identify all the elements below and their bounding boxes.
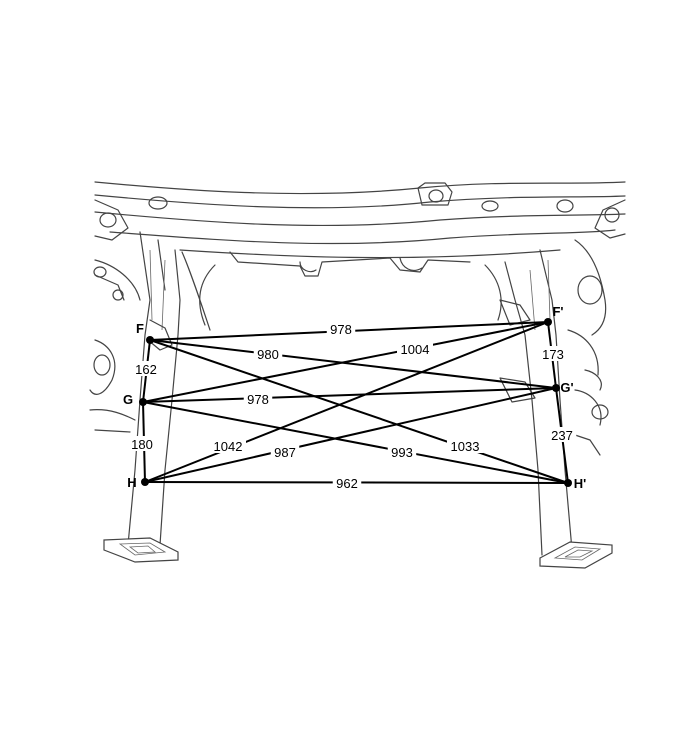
- measure-line-h-f2: [144, 321, 549, 483]
- point-h-marker: [141, 478, 149, 486]
- dimension-label-f2-g2: 173: [542, 347, 564, 362]
- point-g2-marker: [552, 384, 560, 392]
- dimension-label-bg: [210, 438, 246, 453]
- dimension-label-g-h: 180: [131, 437, 153, 452]
- point-h2-label: H': [574, 476, 586, 491]
- measurement-lines: [142, 321, 569, 484]
- dimension-label-h-h2: 962: [336, 476, 358, 491]
- dimension-label-bg: [253, 346, 283, 361]
- measurement-labels: 978 980 1033 162 1004 978 993 180 1042 987 962 173 2…: [127, 321, 577, 491]
- point-g2-label: G': [560, 380, 573, 395]
- point-h-label: H: [127, 475, 136, 490]
- dimension-label-h-f2: 1042: [214, 439, 243, 454]
- dimension-label-h-g2: 987: [274, 445, 296, 460]
- point-f-marker: [146, 336, 154, 344]
- dimension-label-bg: [332, 475, 362, 490]
- measure-line-g-h2: [142, 401, 569, 484]
- dimension-label-f-g2: 980: [257, 347, 279, 362]
- dimension-label-bg: [538, 346, 568, 361]
- dimension-label-bg: [397, 341, 433, 356]
- dimension-label-bg: [270, 444, 300, 459]
- dimension-label-f-g: 162: [135, 362, 157, 377]
- dimension-label-bg: [243, 391, 273, 406]
- point-f2-marker: [544, 318, 552, 326]
- dimension-label-f-f2: 978: [330, 322, 352, 337]
- measure-line-g-f2: [142, 321, 549, 403]
- dimension-label-f-h2: 1033: [451, 439, 480, 454]
- dimension-label-bg: [127, 436, 157, 451]
- measure-line-g-g2: [142, 387, 557, 403]
- dimension-label-bg: [547, 427, 577, 442]
- dimension-label-g-f2: 1004: [401, 342, 430, 357]
- dimension-label-bg: [131, 361, 161, 376]
- vehicle-frame-drawing: [89, 181, 626, 569]
- measure-line-f-g2: [149, 339, 557, 389]
- dimension-label-g2-h2: 237: [551, 428, 573, 443]
- measure-line-h-g2: [144, 387, 557, 483]
- point-g-marker: [139, 398, 147, 406]
- point-h2-marker: [564, 479, 572, 487]
- reference-points: F G H F' G' H': [123, 304, 586, 491]
- dimension-label-bg: [447, 438, 483, 453]
- dimension-label-bg: [326, 321, 356, 336]
- dimension-label-g-g2: 978: [247, 392, 269, 407]
- dimension-label-bg: [387, 444, 417, 459]
- point-f-label: F: [136, 321, 144, 336]
- dimension-label-g-h2: 993: [391, 445, 413, 460]
- measure-line-f-h2: [149, 339, 569, 484]
- point-g-label: G: [123, 392, 133, 407]
- point-f2-label: F': [552, 304, 563, 319]
